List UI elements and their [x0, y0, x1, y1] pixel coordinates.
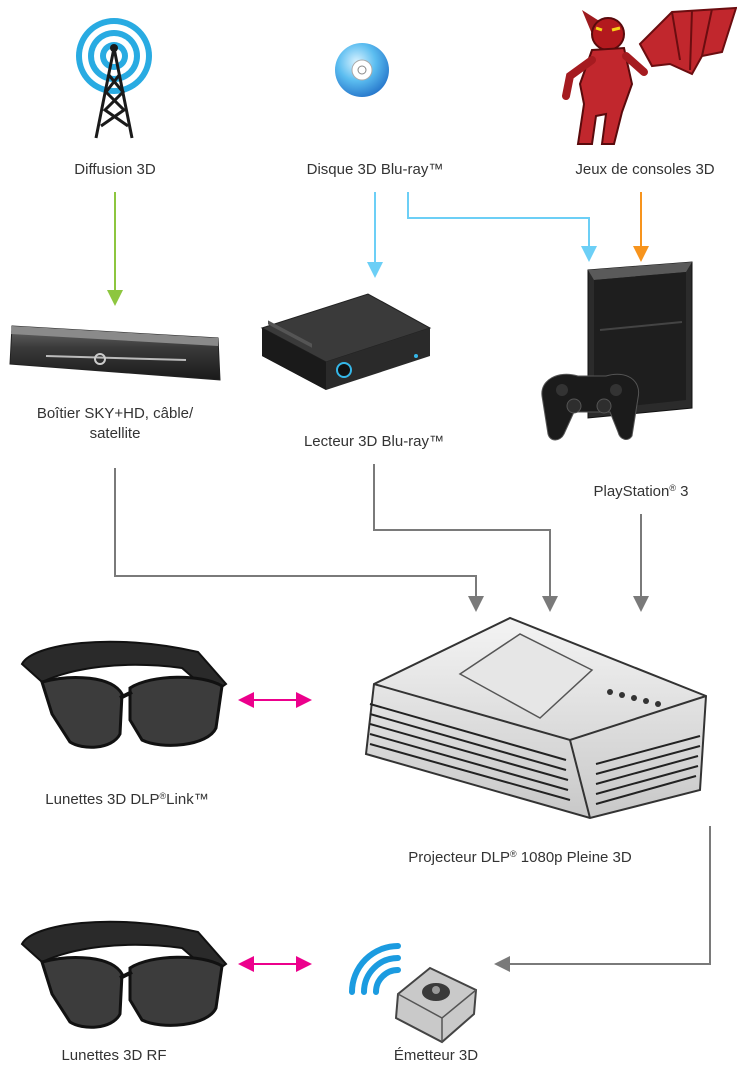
label-bluray-disc: Disque 3D Blu-ray™ [306, 161, 444, 178]
label-set-top-box: Boîtier SKY+HD, câble/ satellite [37, 404, 193, 444]
dragon-character-icon [562, 6, 737, 145]
label-dlp-glasses-reg: ® [159, 791, 167, 801]
wireless-signal-icon [349, 943, 401, 995]
label-projector-a: Projecteur DLP [408, 849, 510, 866]
3d-glasses-icon [20, 920, 228, 1029]
playstation-console-icon [541, 261, 693, 441]
arrow-projector-to-emitter [494, 826, 711, 972]
arrow-disc-to-console [407, 192, 597, 262]
3d-glasses-icon [20, 640, 228, 749]
label-projector-reg: ® [509, 849, 517, 859]
label-playstation: PlayStation® 3 [593, 482, 688, 502]
label-console-games: Jeux de consoles 3D [575, 161, 715, 178]
label-rf-glasses: Lunettes 3D RF [61, 1047, 167, 1064]
label-set-top-box-line1: Boîtier SKY+HD, câble/ [36, 405, 194, 422]
antenna-icon [76, 18, 152, 139]
label-dlp-glasses: Lunettes 3D DLP®Link™ [45, 790, 208, 810]
bluray-player-icon [260, 293, 432, 390]
emitter-icon [394, 966, 478, 1044]
arrow-player-to-projector [373, 464, 558, 612]
label-dlp-glasses-b: Link™ [166, 791, 209, 808]
label-broadcast: Diffusion 3D [74, 161, 156, 178]
label-bluray-player: Lecteur 3D Blu-ray™ [303, 433, 445, 450]
label-playstation-name: PlayStation [593, 483, 670, 500]
label-projector-b: 1080p Pleine 3D [516, 849, 632, 866]
projector-icon [364, 616, 708, 820]
arrow-stb-to-projector [114, 468, 484, 612]
label-emitter: Émetteur 3D [393, 1047, 479, 1064]
label-playstation-reg: ® [669, 483, 677, 493]
disc-icon [335, 43, 389, 97]
label-playstation-num: 3 [676, 483, 689, 500]
set-top-box-icon [9, 325, 221, 381]
label-set-top-box-line2: satellite [89, 425, 141, 442]
label-projector: Projecteur DLP® 1080p Pleine 3D [408, 848, 631, 868]
label-dlp-glasses-a: Lunettes 3D DLP [45, 791, 160, 808]
